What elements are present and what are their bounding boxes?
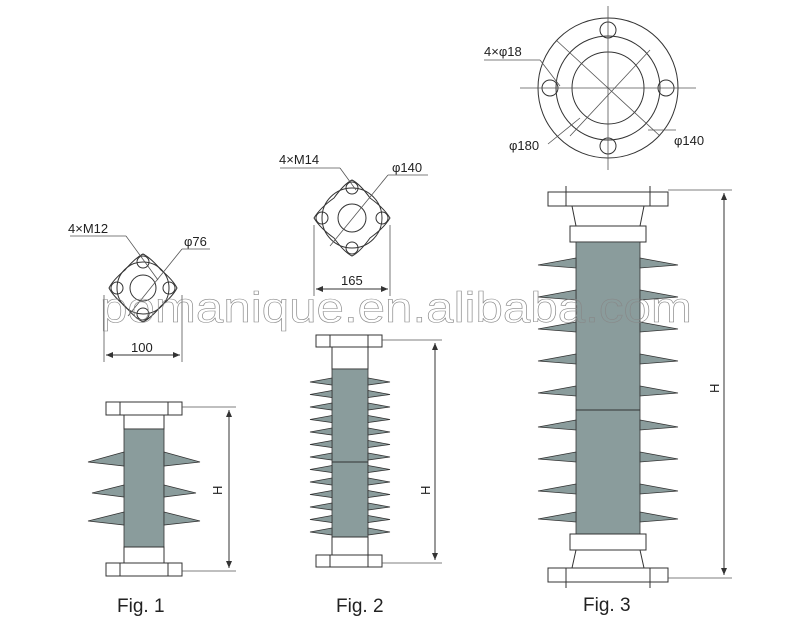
fig1-height-label: H [210,486,225,495]
watermark: pomanique.en.alibaba.com [100,284,692,332]
fig2-shed-left [309,515,333,523]
fig3-top-view [484,6,696,170]
fig1-width-label: 100 [131,340,153,355]
fig1-bolt-label: 4×M12 [68,221,108,236]
fig3-shed-left [537,353,577,365]
fig3-shed-right [639,257,679,269]
fig2-shed-right [367,440,391,448]
fig3-shed-left [537,483,577,495]
fig3-shed-right [639,451,679,463]
fig3-outer-label: φ180 [509,138,539,153]
fig2-shed-right [367,377,391,386]
fig2-shed-left [309,452,333,461]
fig3-shed-left [537,321,577,333]
fig3-shed-right [639,321,679,333]
fig2-shed-right [367,402,391,411]
fig2-shed-right [367,477,391,486]
fig1-caption: Fig. 1 [117,596,165,617]
fig2-height-label: H [418,486,433,495]
fig2-insulator-body [309,334,442,568]
fig3-shed-left [537,289,577,301]
fig1-insulator-body [87,401,236,577]
fig2-shed-right [367,415,391,423]
fig3-shed-left [537,511,577,523]
fig3-caption: Fig. 3 [583,595,631,616]
fig3-shed-right [639,289,679,301]
fig2-shed-left [309,465,333,473]
fig3-shed-right [639,419,679,431]
fig1-top-view [70,235,210,362]
fig2-shed-left [309,377,333,386]
fig2-shed-right [367,527,391,536]
fig3-shed-right [639,353,679,365]
fig3-shed-right [639,385,679,397]
fig3-shed-right [639,511,679,523]
fig1-diameter-label: φ76 [184,234,207,249]
fig2-bolt-label: 4×M14 [279,152,319,167]
fig3-shed-left [537,419,577,431]
fig2-shed-right [367,427,391,436]
fig2-shed-right [367,465,391,473]
fig3-shed-left [537,385,577,397]
fig2-shed-left [309,477,333,486]
fig2-shed-right [367,452,391,461]
fig2-caption: Fig. 2 [336,596,384,617]
fig2-shed-left [309,427,333,436]
fig2-top-view [280,167,428,296]
fig2-shed-left [309,490,333,498]
fig3-shed-left [537,451,577,463]
fig2-shed-right [367,502,391,511]
fig3-height-label: H [707,384,722,393]
fig2-diameter-label: φ140 [392,160,422,175]
fig2-shed-left [309,402,333,411]
fig2-shed-right [367,390,391,398]
fig2-shed-left [309,502,333,511]
fig2-shed-left [309,440,333,448]
fig3-bolt-circle-label: φ140 [674,133,704,148]
fig2-shed-right [367,490,391,498]
fig2-shed-left [309,415,333,423]
fig3-insulator-body [537,186,732,588]
fig3-shed-right [639,483,679,495]
fig2-shed-left [309,390,333,398]
fig2-shed-right [367,515,391,523]
fig3-shed-left [537,257,577,269]
fig2-width-label: 165 [341,273,363,288]
fig3-hole-label: 4×φ18 [484,44,522,59]
fig2-shed-left [309,527,333,536]
